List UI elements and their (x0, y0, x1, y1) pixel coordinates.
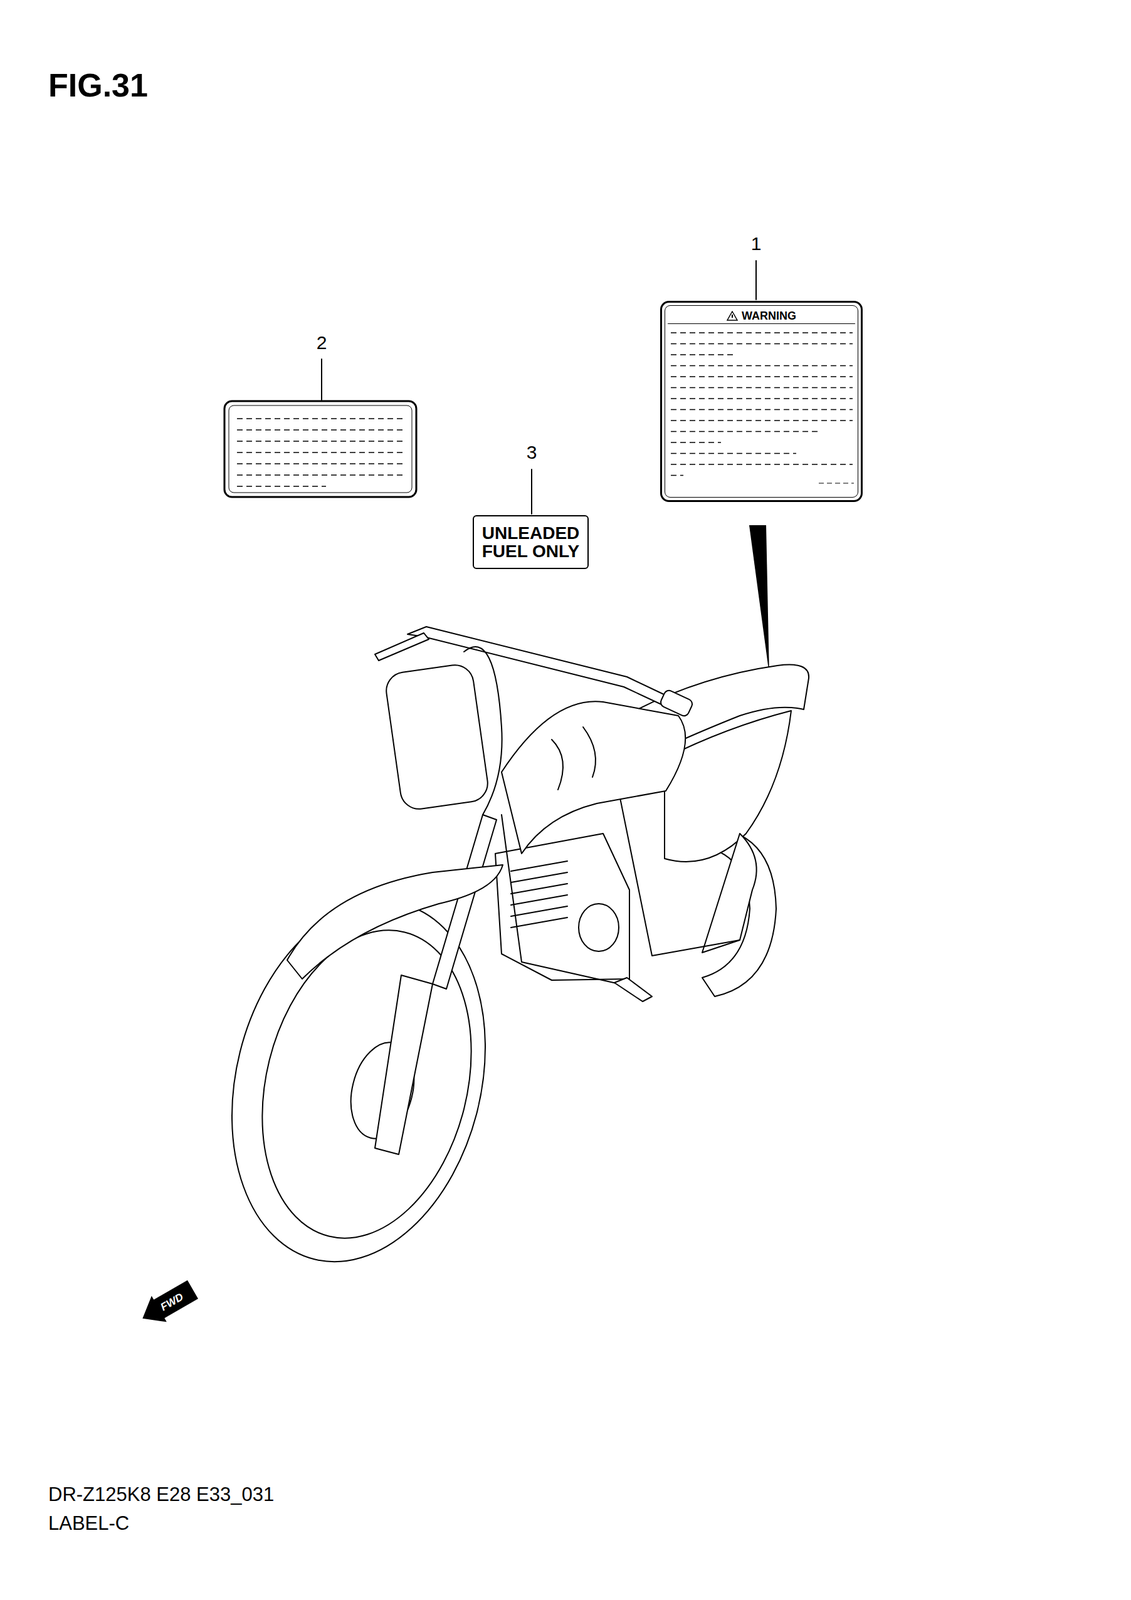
leader-line (320, 359, 323, 400)
motorcycle (195, 626, 809, 1290)
text-dash (670, 475, 684, 477)
callout-number: 3 (526, 441, 538, 464)
text-dash (670, 365, 853, 367)
figure-title: FIG.31 (48, 66, 148, 105)
text-dashes (236, 418, 405, 487)
number-plate (383, 662, 490, 812)
warning-label: WARNING (660, 300, 863, 503)
text-dash (670, 343, 853, 345)
warning-icon (726, 310, 738, 321)
grip (658, 689, 694, 718)
text-dash (670, 387, 853, 389)
drawing-code: DR-Z125K8 E28 E33_031 (48, 1483, 274, 1507)
cylinder-fins (510, 861, 619, 952)
callout-number: 1 (751, 233, 762, 256)
cable (463, 647, 503, 816)
arrow-shape (136, 1278, 200, 1331)
front-fender (287, 865, 503, 980)
engine (495, 833, 630, 981)
callout-number: 2 (316, 332, 328, 355)
text-dash (670, 441, 721, 444)
warning-triangle (727, 311, 738, 321)
rear-fender (702, 833, 757, 953)
front-rim (231, 908, 502, 1262)
warning-header: WARNING (667, 308, 856, 325)
shroud-lines (551, 727, 596, 790)
pointer-wedge (749, 525, 770, 675)
direction-text: FWD (157, 1291, 185, 1315)
text-dash (670, 431, 822, 433)
fuel-warning-text: UNLEADED FUEL ONLY (477, 524, 584, 562)
text-dash (670, 398, 853, 400)
text-dash (670, 453, 797, 455)
label-inner-outline (228, 405, 412, 493)
text-dash (670, 409, 853, 411)
inner-outline (664, 305, 859, 498)
handlebar (407, 626, 678, 710)
text-dash (670, 332, 853, 334)
text-dash (670, 420, 853, 422)
text-dashes (668, 329, 857, 486)
fuel-tank (501, 701, 686, 854)
text-dash (670, 376, 853, 378)
footpeg (614, 978, 653, 1002)
fork-slider (374, 975, 433, 1155)
drawing-code: LABEL-C (48, 1512, 130, 1536)
forward-arrow (136, 1278, 200, 1331)
text-dash (670, 463, 853, 466)
text-dash (818, 482, 854, 484)
leader-line (755, 260, 757, 300)
text-dash (670, 354, 734, 356)
label-outline (224, 401, 417, 498)
fuel-label: UNLEADED FUEL ONLY (472, 515, 589, 570)
warning-mark (731, 314, 733, 318)
leader-line (531, 469, 533, 515)
brake-lever (374, 633, 429, 661)
blank-label (224, 401, 417, 498)
warning-heading: WARNING (741, 310, 797, 322)
